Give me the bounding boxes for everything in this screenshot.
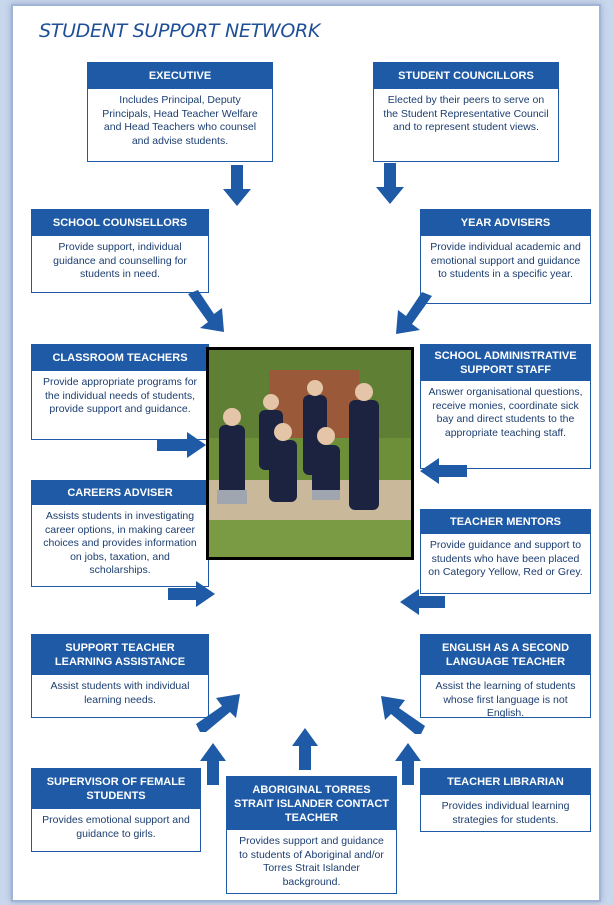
classroom-teachers-text: Provide appropriate programs for the ind… [42,376,198,415]
school-counsellors-box: SCHOOL COUNSELLORS Provide support, indi… [31,209,209,293]
year-advisers-text: Provide individual academic and emotiona… [430,241,581,280]
esl-teacher-text: Assist the learning of students whose fi… [435,680,576,719]
arrow-supervisor-female [200,743,226,785]
teacher-librarian-box: TEACHER LIBRARIAN Provides individual le… [420,768,591,832]
arrow-teacher-mentors [400,589,445,615]
support-teacher-text: Assist students with individual learning… [50,680,190,706]
year-advisers-title: YEAR ADVISERS [421,210,590,236]
student-councillors-title: STUDENT COUNCILLORS [374,63,558,89]
careers-adviser-title: CAREERS ADVISER [32,481,208,505]
school-counsellors-text: Provide support, individual guidance and… [53,241,187,280]
arrow-esl-teacher [381,696,425,734]
admin-staff-title: SCHOOL ADMINISTRATIVE SUPPORT STAFF [421,345,590,381]
supervisor-female-box: SUPERVISOR OF FEMALE STUDENTS Provides e… [31,768,201,852]
esl-teacher-title: ENGLISH AS A SECOND LANGUAGE TEACHER [421,635,590,675]
arrow-classroom-teachers [157,432,206,458]
aboriginal-teacher-text: Provides support and guidance to student… [239,835,384,888]
arrow-support-teacher [196,694,240,732]
school-counsellors-title: SCHOOL COUNSELLORS [32,210,208,236]
support-teacher-title: SUPPORT TEACHER LEARNING ASSISTANCE [32,635,208,675]
careers-adviser-box: CAREERS ADVISER Assists students in inve… [31,480,209,587]
teacher-librarian-text: Provides individual learning strategies … [441,800,570,826]
admin-staff-box: SCHOOL ADMINISTRATIVE SUPPORT STAFF Answ… [420,344,591,469]
executive-text: Includes Principal, Deputy Principals, H… [102,94,258,147]
aboriginal-teacher-title: ABORIGINAL TORRES STRAIT ISLANDER CONTAC… [227,777,396,830]
teacher-mentors-text: Provide guidance and support to students… [428,539,583,578]
student-councillors-box: STUDENT COUNCILLORS Elected by their pee… [373,62,559,162]
arrow-teacher-librarian [395,743,421,785]
arrow-admin-staff [420,458,467,484]
arrow-executive [223,165,251,206]
classroom-teachers-title: CLASSROOM TEACHERS [32,345,208,371]
arrow-school-counsellors [188,290,224,332]
executive-title: EXECUTIVE [88,63,272,89]
arrow-student-councillors [376,163,404,204]
student-group-photo [206,347,414,560]
careers-adviser-text: Assists students in investigating career… [43,510,197,576]
supervisor-female-text: Provides emotional support and guidance … [42,814,190,840]
esl-teacher-box: ENGLISH AS A SECOND LANGUAGE TEACHER Ass… [420,634,591,719]
year-advisers-box: YEAR ADVISERS Provide individual academi… [420,209,591,304]
support-teacher-box: SUPPORT TEACHER LEARNING ASSISTANCE Assi… [31,634,209,718]
aboriginal-teacher-box: ABORIGINAL TORRES STRAIT ISLANDER CONTAC… [226,776,397,894]
poster: STUDENT SUPPORT NETWORK EXECUTIVE Includ… [11,4,601,902]
teacher-mentors-title: TEACHER MENTORS [421,510,590,534]
executive-box: EXECUTIVE Includes Principal, Deputy Pri… [87,62,273,162]
teacher-librarian-title: TEACHER LIBRARIAN [421,769,590,795]
arrow-careers-adviser [168,581,215,607]
page-title: STUDENT SUPPORT NETWORK [39,20,321,42]
supervisor-female-title: SUPERVISOR OF FEMALE STUDENTS [32,769,200,809]
classroom-teachers-box: CLASSROOM TEACHERS Provide appropriate p… [31,344,209,440]
student-councillors-text: Elected by their peers to serve on the S… [383,94,549,133]
arrow-aboriginal-teacher [292,728,318,770]
admin-staff-text: Answer organisational questions, receive… [428,386,583,439]
student-group-illustration [209,350,411,557]
arrow-year-advisers [396,292,432,334]
teacher-mentors-box: TEACHER MENTORS Provide guidance and sup… [420,509,591,594]
